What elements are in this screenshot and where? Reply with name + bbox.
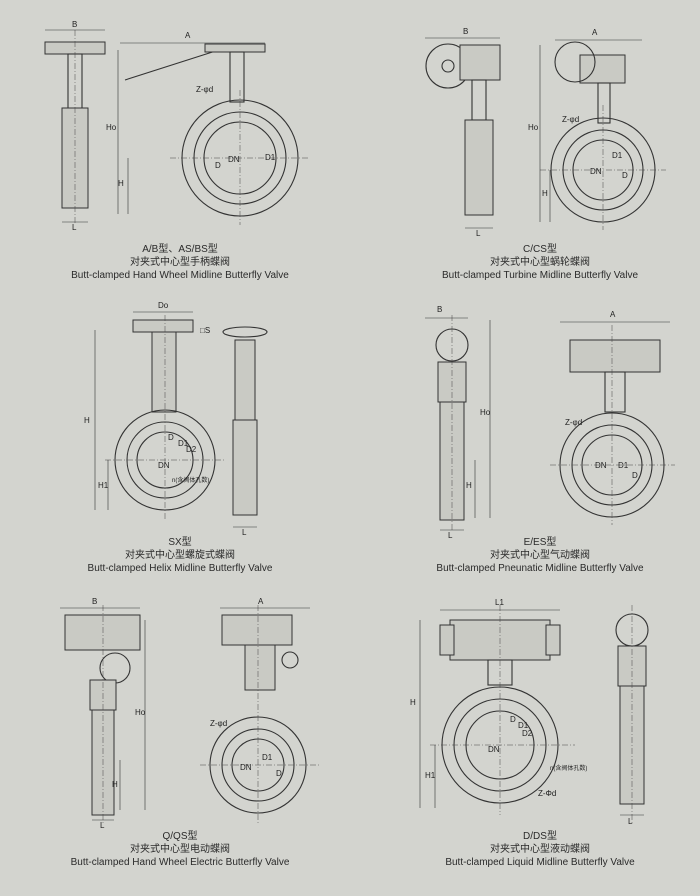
model-label: Q/QS型 xyxy=(162,831,198,842)
dimension-label: D1 xyxy=(618,461,629,470)
dimension-label: D1 xyxy=(612,151,623,160)
dimension-label: Do xyxy=(158,301,169,310)
pneumatic-valve-drawing: B Ho H L A Z-φd DN D1 D xyxy=(425,305,675,540)
name-en: Butt-clamped Hand Wheel Electric Butterf… xyxy=(70,857,290,868)
dimension-label: A xyxy=(592,28,598,37)
dimension-label: A xyxy=(185,31,191,40)
dimension-label: H1 xyxy=(98,481,109,490)
dimension-label: H xyxy=(118,179,124,188)
helix-valve-drawing: Do H H1 DN D D1 D2 n(含阀体孔数) □S L xyxy=(84,301,268,537)
turbine-valve-drawing: B L A Ho H Z-φd DN D1 D xyxy=(425,27,666,238)
caption: C/CS型 对夹式中心型蜗轮蝶阀 Butt-clamped Turbine Mi… xyxy=(350,243,700,282)
dimension-label: D xyxy=(632,471,638,480)
dimension-label: D xyxy=(622,171,628,180)
model-label: E/ES型 xyxy=(523,537,557,548)
name-cn: 对夹式中心型手柄蝶阀 xyxy=(130,257,230,268)
model-label: C/CS型 xyxy=(523,244,557,255)
dimension-label: L xyxy=(476,229,481,238)
dimension-label: D1 xyxy=(265,153,276,162)
dimension-label: L xyxy=(448,531,453,540)
dimension-label: n(含阀体孔数) xyxy=(550,764,587,772)
dimension-label: Ho xyxy=(480,408,491,417)
name-cn: 对夹式中心型电动蝶阀 xyxy=(130,844,230,855)
panel-pneumatic-valve: B Ho H L A Z-φd DN D1 D E/ES型 对夹式中心型气动蝶阀… xyxy=(350,290,700,580)
liquid-valve-drawing: L1 H H1 DN D D1 D2 n(含阀体孔数) Z-Φd L xyxy=(410,598,649,826)
name-en: Butt-clamped Pneunatic Midline Butterfly… xyxy=(436,563,644,574)
dimension-label: DN xyxy=(590,167,602,176)
caption: Q/QS型 对夹式中心型电动蝶阀 Butt-clamped Hand Wheel… xyxy=(20,830,340,869)
dimension-label: H xyxy=(542,189,548,198)
dimension-label: B xyxy=(92,597,97,606)
dimension-label: D1 xyxy=(518,721,529,730)
dimension-label: n(含阀体孔数) xyxy=(172,476,209,484)
model-label: D/DS型 xyxy=(523,831,557,842)
dimension-label: DN xyxy=(158,461,170,470)
panel-hand-wheel-valve: B L A Ho H Z-φd DN D D1 A/B型、AS/BS型 对夹式中… xyxy=(0,0,350,290)
hand-lever-valve-drawing: B L A Ho H Z-φd DN D D1 xyxy=(44,20,310,232)
dimension-label: D xyxy=(215,161,221,170)
name-cn: 对夹式中心型气动蝶阀 xyxy=(490,550,590,561)
dimension-label: A xyxy=(610,310,616,319)
dimension-label: Ho xyxy=(135,708,146,717)
panel-liquid-valve: L1 H H1 DN D D1 D2 n(含阀体孔数) Z-Φd L D/DS型… xyxy=(350,580,700,896)
dimension-label: D2 xyxy=(186,445,197,454)
dimension-label: D xyxy=(510,715,516,724)
dimension-label: Z-φd xyxy=(565,418,582,427)
dimension-label: L xyxy=(242,528,247,537)
caption: E/ES型 对夹式中心型气动蝶阀 Butt-clamped Pneunatic … xyxy=(350,536,700,575)
dimension-label: DN xyxy=(488,745,500,754)
electric-valve-drawing: B Ho H L A Z-φd DN D1 D xyxy=(60,597,320,830)
name-en: Butt-clamped Liquid Midline Butterfly Va… xyxy=(445,857,635,868)
name-en: Butt-clamped Hand Wheel Midline Butterfl… xyxy=(71,270,289,281)
dimension-label: H xyxy=(466,481,472,490)
dimension-label: DN xyxy=(228,155,240,164)
dimension-label: L xyxy=(628,817,633,826)
dimension-label: Ho xyxy=(528,123,539,132)
dimension-label: L xyxy=(100,821,105,830)
dimension-label: H1 xyxy=(425,771,436,780)
dimension-label: Z-φd xyxy=(196,85,213,94)
model-label: SX型 xyxy=(168,537,192,548)
caption: SX型 对夹式中心型螺旋式蝶阀 Butt-clamped Helix Midli… xyxy=(20,536,340,575)
dimension-label: D1 xyxy=(178,439,189,448)
name-cn: 对夹式中心型蜗轮蝶阀 xyxy=(490,257,590,268)
dimension-label: Z-φd xyxy=(210,719,227,728)
dimension-label: DN xyxy=(240,763,252,772)
dimension-label: Ho xyxy=(106,123,117,132)
model-label: A/B型、AS/BS型 xyxy=(142,244,218,255)
dimension-label: D xyxy=(276,769,282,778)
dimension-label: Z-Φd xyxy=(538,789,556,798)
dimension-label: H xyxy=(410,698,416,707)
dimension-label: B xyxy=(463,27,468,36)
dimension-label: B xyxy=(437,305,442,314)
panel-turbine-valve: B L A Ho H Z-φd DN D1 D C/CS型 对夹式中心型蜗轮蝶阀… xyxy=(350,0,700,290)
dimension-label: Z-φd xyxy=(562,115,579,124)
dimension-label: B xyxy=(72,20,77,29)
name-en: Butt-clamped Helix Midline Butterfly Val… xyxy=(87,563,273,574)
panel-electric-valve: B Ho H L A Z-φd DN D1 D Q/QS型 对夹式中心型电动蝶阀… xyxy=(0,580,350,896)
dimension-label: L1 xyxy=(495,598,504,607)
dimension-label: L xyxy=(72,223,77,232)
dimension-label: H xyxy=(84,416,90,425)
dimension-label: H xyxy=(112,780,118,789)
panel-helix-valve: Do H H1 DN D D1 D2 n(含阀体孔数) □S L SX型 对夹式… xyxy=(0,290,350,580)
dimension-label: D2 xyxy=(522,729,533,738)
caption: A/B型、AS/BS型 对夹式中心型手柄蝶阀 Butt-clamped Hand… xyxy=(20,243,340,282)
name-en: Butt-clamped Turbine Midline Butterfly V… xyxy=(441,270,638,281)
dimension-label: D xyxy=(168,433,174,442)
caption: D/DS型 对夹式中心型液动蝶阀 Butt-clamped Liquid Mid… xyxy=(350,830,700,869)
dimension-label: D1 xyxy=(262,753,273,762)
dimension-label: □S xyxy=(200,326,210,335)
name-cn: 对夹式中心型液动蝶阀 xyxy=(490,844,590,855)
name-cn: 对夹式中心型螺旋式蝶阀 xyxy=(125,550,235,561)
dimension-label: DN xyxy=(595,461,607,470)
dimension-label: A xyxy=(258,597,264,606)
